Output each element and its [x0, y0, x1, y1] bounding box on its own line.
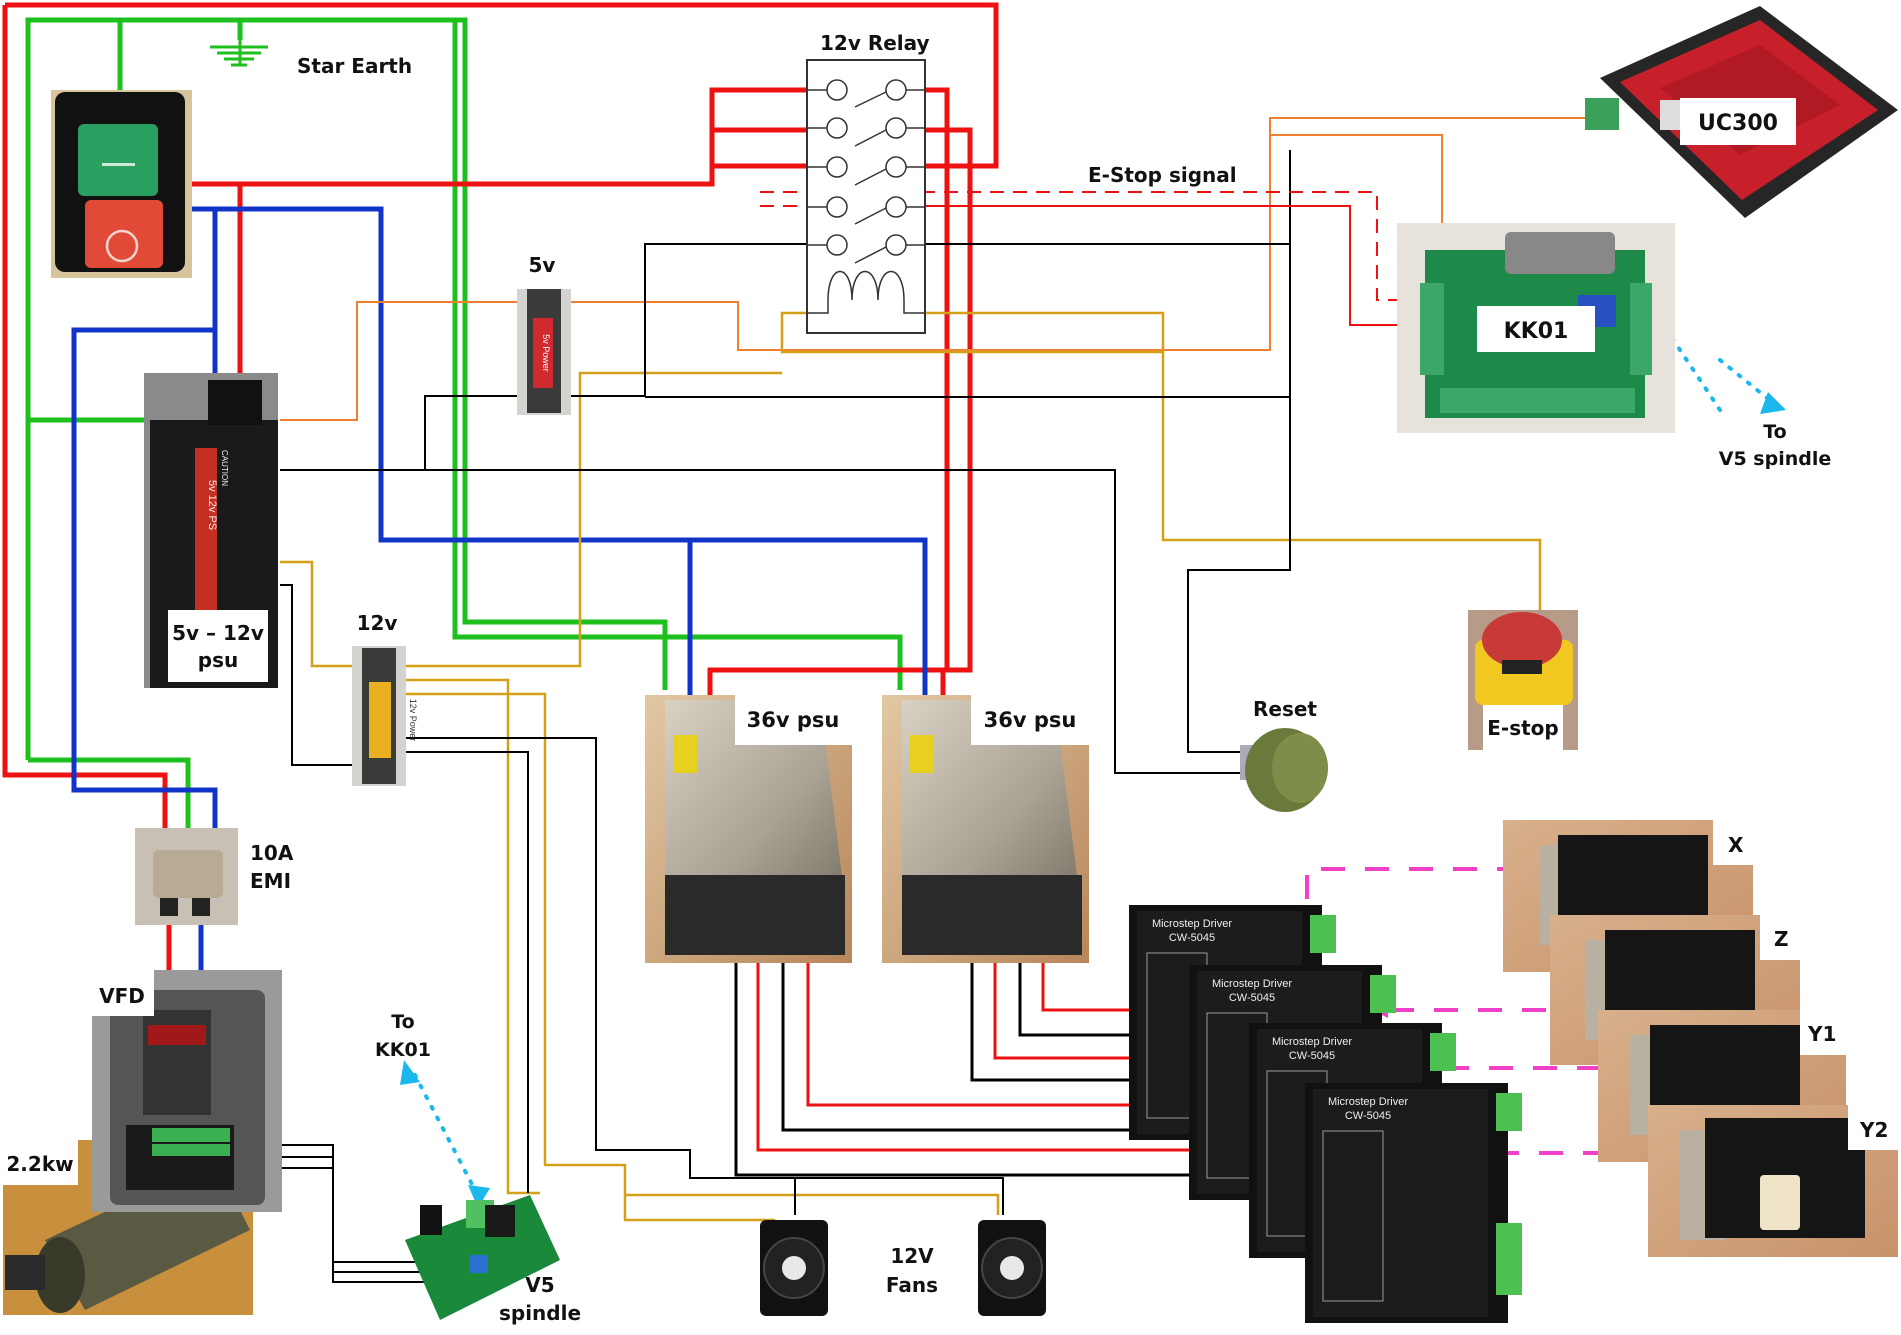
fan-2 — [978, 1220, 1046, 1316]
fan-1 — [760, 1220, 828, 1316]
svg-text:12v Power: 12v Power — [408, 699, 418, 742]
psu-small-label-line2: psu — [198, 648, 238, 672]
main-power-switch[interactable] — [51, 90, 192, 278]
vfd — [92, 970, 282, 1212]
wires — [2, 2, 1786, 1283]
start-button[interactable] — [78, 124, 158, 196]
fans-label-line1: 12V — [890, 1244, 934, 1268]
v5-label-line1: V5 — [525, 1273, 554, 1297]
driver-signal-terminal — [1430, 1033, 1456, 1071]
v5-label-line2: spindle — [499, 1301, 581, 1325]
to-v5-label-line2: V5 spindle — [1719, 448, 1832, 470]
driver-signal-terminal — [1496, 1093, 1522, 1131]
kk01-label: KK01 — [1504, 319, 1569, 344]
12v-wires — [280, 311, 1542, 1222]
driver-signal-terminal — [1310, 915, 1336, 953]
5v-distribution-block: 5v Power — [517, 289, 571, 415]
emi-label-line2: EMI — [250, 869, 291, 893]
to-kk01-arrow-line — [413, 1073, 477, 1192]
uc300-terminal — [1585, 98, 1619, 130]
signal-arrows — [400, 315, 1786, 1208]
reset-label: Reset — [1253, 697, 1317, 721]
5v-wires — [280, 117, 1590, 421]
fans-label-line2: Fans — [886, 1273, 938, 1297]
5v-block-label: 5v — [529, 253, 556, 277]
uc300-label: UC300 — [1698, 111, 1778, 136]
earth-wires — [25, 17, 903, 842]
svg-text:5v Power: 5v Power — [541, 334, 551, 372]
12v-distribution-block: 12v Power — [352, 646, 418, 786]
driver-title: Microstep Driver — [1328, 1096, 1408, 1108]
to-kk01-label-line1: To — [391, 1011, 415, 1033]
stop-button[interactable] — [85, 200, 163, 268]
motor-y1-label: Y1 — [1807, 1022, 1836, 1046]
relay-12v — [806, 59, 926, 334]
driver-power-terminal — [1496, 1223, 1522, 1295]
psu-small-label-line1: 5v – 12v — [172, 621, 264, 645]
motor-y2-label: Y2 — [1859, 1118, 1888, 1142]
driver-title: Microstep Driver — [1212, 978, 1292, 990]
step-signal-arrows — [1305, 867, 1683, 1155]
spindle-power-label: 2.2kw — [6, 1152, 73, 1176]
driver-title: Microstep Driver — [1272, 1036, 1352, 1048]
36v-to-driver-wires — [734, 955, 1320, 1177]
driver-model: CW-5045 — [1229, 992, 1275, 1004]
v5-arrow-head-far — [1760, 392, 1786, 414]
svg-text:CAUTION: CAUTION — [220, 450, 229, 486]
estop-signal-label: E-Stop signal — [1088, 163, 1237, 187]
v5-spindle-board — [405, 1195, 560, 1320]
driver-model: CW-5045 — [1169, 932, 1215, 944]
to-kk01-arrow-head — [400, 1060, 420, 1085]
psu36-a-label: 36v psu — [747, 708, 840, 732]
driver-title: Microstep Driver — [1152, 918, 1232, 930]
star-earth-symbol — [210, 20, 268, 67]
vfd-label: VFD — [99, 984, 145, 1008]
emi-label-line1: 10A — [250, 841, 294, 865]
emi-filter — [135, 828, 238, 925]
star-earth-label: Star Earth — [297, 54, 412, 78]
dc-ground-wires — [280, 150, 1291, 1215]
psu36-b-label: 36v psu — [984, 708, 1077, 732]
driver-spec-table — [1322, 1130, 1384, 1302]
to-kk01-label-line2: KK01 — [375, 1039, 431, 1061]
driver-model: CW-5045 — [1345, 1110, 1391, 1122]
svg-text:5v 12v PS: 5v 12v PS — [206, 480, 218, 530]
neutral-wires — [71, 206, 928, 977]
12v-block-label: 12v — [357, 611, 398, 635]
to-v5-label-line1: To — [1763, 421, 1787, 443]
driver-model: CW-5045 — [1289, 1050, 1335, 1062]
motor-z-label: Z — [1774, 927, 1789, 951]
relay-coil-icon — [807, 270, 925, 314]
live-wires — [2, 2, 999, 977]
driver-signal-terminal — [1370, 975, 1396, 1013]
estop-label: E-stop — [1487, 716, 1558, 740]
relay-label: 12v Relay — [820, 31, 930, 55]
motor-x-label: X — [1728, 833, 1744, 857]
reset-button[interactable] — [1240, 728, 1328, 812]
